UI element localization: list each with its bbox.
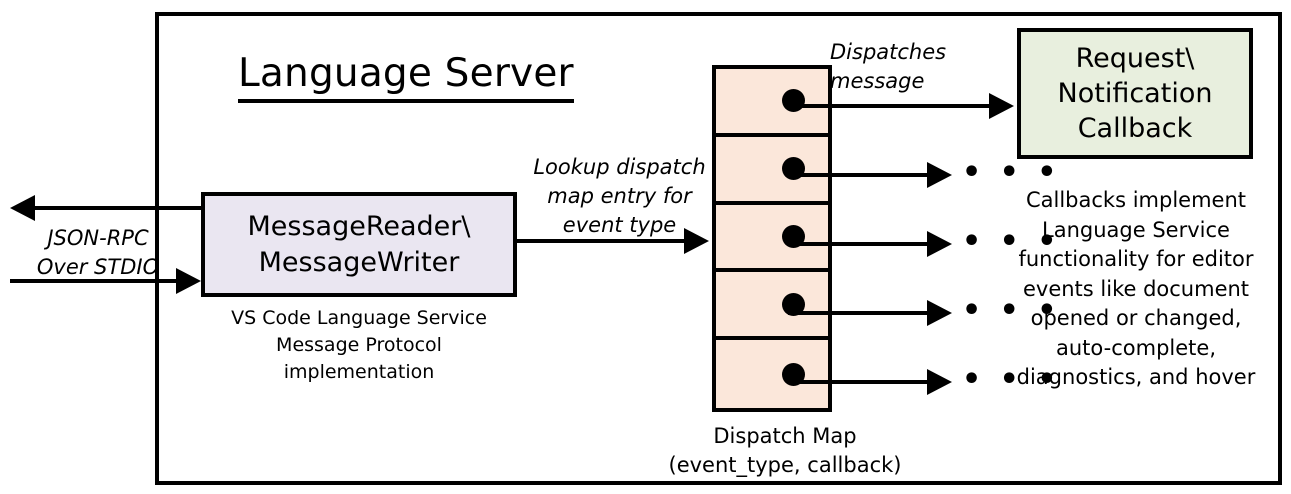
node-dispatch-map-caption-line1: Dispatch Map <box>713 424 857 448</box>
edge-label-lookup: Lookup dispatch map entry for event type <box>512 153 727 240</box>
jsonrpc-out-arrowhead <box>10 195 35 221</box>
lookup-edge-arrowhead <box>684 228 709 254</box>
node-dispatch-map-caption-line2: (event_type, callback) <box>668 453 902 477</box>
edge-label-lookup-line1: Lookup dispatch <box>533 155 706 179</box>
language-server-boundary <box>155 12 1282 485</box>
node-dispatch-map-caption: Dispatch Map (event_type, callback) <box>640 422 930 480</box>
dispatch-map-entry-dot <box>782 89 805 113</box>
dispatch-edge-3-line <box>788 242 928 246</box>
edge-label-lookup-line3: event type <box>562 213 677 237</box>
node-message-reader-writer-caption-line1: VS Code Language Service <box>231 307 487 329</box>
page-title: Language Server <box>238 50 574 103</box>
jsonrpc-out-line <box>35 206 205 210</box>
dispatch-edge-3-arrowhead <box>927 231 952 257</box>
lookup-edge-line <box>517 239 685 243</box>
edge-label-dispatches-line1: Dispatches <box>830 40 947 64</box>
dispatch-map-row[interactable] <box>716 272 828 341</box>
node-message-reader-writer-line2: MessageWriter <box>258 246 460 278</box>
node-request-notification-callback-line3: Callback <box>1077 113 1193 144</box>
node-message-reader-writer-caption-line2: Message Protocol implementation <box>276 334 442 383</box>
node-request-notification-callback-caption: Callbacks implement Language Service fun… <box>1016 188 1256 389</box>
dispatch-edge-5-arrowhead <box>927 369 952 395</box>
dispatch-map-row[interactable] <box>716 69 828 137</box>
node-message-reader-writer[interactable]: MessageReader\ MessageWriter <box>201 192 517 297</box>
dispatch-edge-2-line <box>788 173 928 177</box>
edge-label-json-rpc: JSON-RPC Over STDIO <box>18 224 178 282</box>
dispatch-edge-4-arrowhead <box>927 300 952 326</box>
dispatch-edge-2-arrowhead <box>927 162 952 188</box>
dispatch-map-entry-dot <box>782 292 805 316</box>
node-request-notification-callback-line2: Notification <box>1057 78 1213 109</box>
edge-label-json-rpc-line2: Over STDIO <box>36 255 160 279</box>
edge-label-dispatches-line2: message <box>830 69 925 93</box>
node-message-reader-writer-line1: MessageReader\ <box>247 210 471 242</box>
node-message-reader-writer-caption: VS Code Language Service Message Protoco… <box>201 305 517 386</box>
dispatch-edge-4-line <box>788 311 928 315</box>
node-request-notification-callback-line1: Request\ <box>1075 43 1195 74</box>
dispatch-edge-1-arrowhead <box>989 93 1014 119</box>
dispatch-map-row[interactable] <box>716 205 828 273</box>
dispatch-edge-5-line <box>788 380 928 384</box>
dispatch-map-row[interactable] <box>716 340 828 408</box>
jsonrpc-in-line <box>10 279 178 283</box>
edge-label-lookup-line2: map entry for <box>547 184 692 208</box>
dispatch-edge-1-line <box>788 104 990 108</box>
node-request-notification-callback[interactable]: Request\ Notification Callback <box>1017 28 1253 159</box>
edge-label-dispatches: Dispatches message <box>830 38 1020 96</box>
dispatch-edge-2-ellipsis: • • • <box>962 155 1061 190</box>
dispatch-map-entry-dot <box>782 362 805 386</box>
edge-label-json-rpc-line1: JSON-RPC <box>47 226 149 250</box>
dispatch-map-row[interactable] <box>716 137 828 205</box>
node-dispatch-map[interactable] <box>712 65 832 412</box>
jsonrpc-in-arrowhead <box>176 268 201 294</box>
